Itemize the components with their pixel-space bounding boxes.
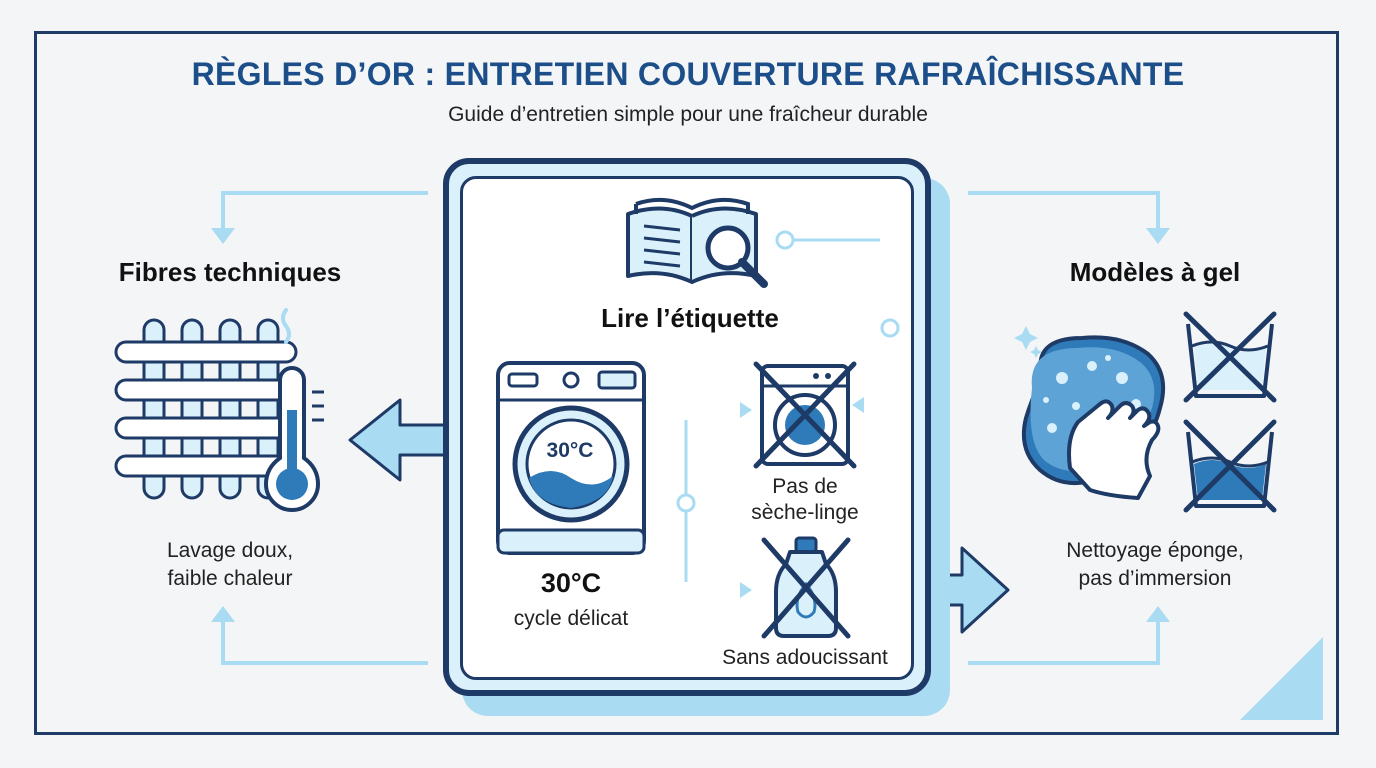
no-softener-label: Sans adoucissant [722,646,888,669]
no-dryer-line2: sèche-linge [751,501,859,524]
woven-fiber-icon [114,318,298,500]
page-title: RÈGLES D’OR : ENTRETIEN COUVERTURE RAFRA… [191,56,1185,92]
no-dryer-icon [753,361,857,469]
right-line1: Nettoyage éponge, [1066,539,1244,562]
sparkle-icon [1014,326,1038,350]
outer-frame [34,31,1339,735]
no-dryer-line1: Pas de [772,475,838,498]
left-heading: Fibres techniques [118,257,342,287]
read-label-step: Lire l’étiquette [601,303,779,333]
sponge-hand-icon [1014,326,1165,500]
page-subtitle: Guide d’entretien simple pour une fraîch… [448,103,928,126]
wash-cycle-label: cycle délicat [513,607,629,630]
right-heading: Modèles à gel [1069,257,1241,287]
book-magnifier-icon [626,197,768,288]
steam-icon [281,308,291,344]
no-softener-icon [761,536,851,639]
no-immersion-icon [1183,311,1277,403]
left-line2: faible chaleur [167,567,293,590]
thermometer-icon [263,308,324,512]
wash-temp-label: 30°C [540,568,602,598]
no-immersion-icon-2 [1183,419,1277,513]
wash-dial-text: 30°C [546,439,594,462]
washing-machine-icon [496,361,646,555]
left-line1: Lavage doux, [166,539,294,562]
right-line2: pas d’immersion [1078,567,1232,590]
